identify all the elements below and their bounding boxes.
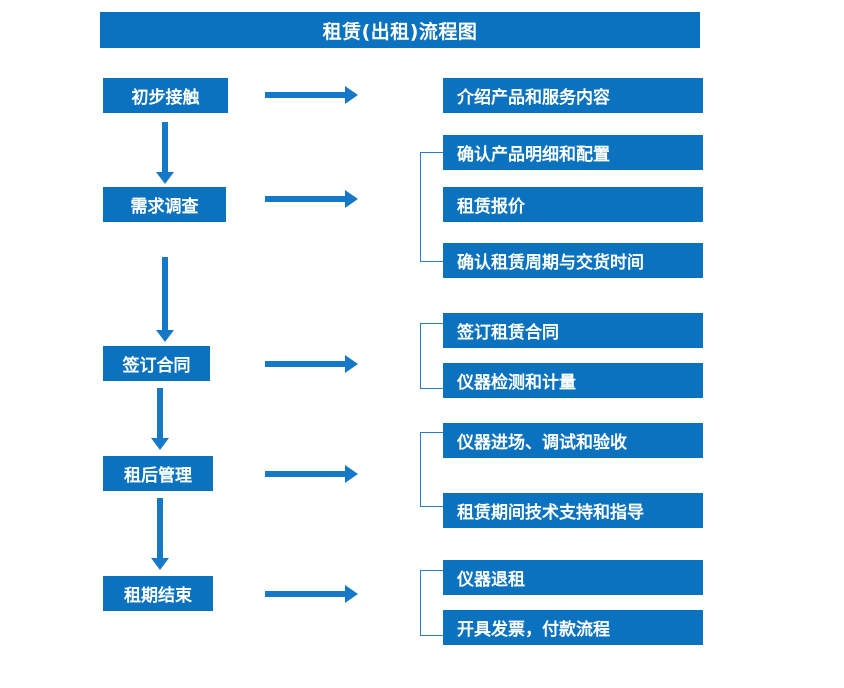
- stage-box-4[interactable]: 租后管理: [103, 456, 213, 491]
- stage-box-1[interactable]: 初步接触: [103, 78, 228, 113]
- detail-box-7[interactable]: 仪器进场、调试和验收: [443, 423, 703, 458]
- bracket-group-5: [420, 570, 443, 636]
- arrow-shaft: [265, 591, 346, 597]
- stage-box-5[interactable]: 租期结束: [103, 576, 213, 611]
- horizontal-arrow-stage-1: [265, 86, 358, 104]
- arrow-shaft: [157, 498, 163, 559]
- detail-box-2[interactable]: 确认产品明细和配置: [443, 135, 703, 170]
- bracket-group-2: [420, 152, 443, 262]
- arrow-head: [345, 465, 358, 483]
- vertical-arrow-2-to-3: [156, 257, 174, 342]
- detail-box-3[interactable]: 租赁报价: [443, 187, 703, 222]
- detail-box-5[interactable]: 签订租赁合同: [443, 313, 703, 348]
- arrow-head: [151, 438, 169, 450]
- arrow-shaft: [162, 257, 168, 331]
- arrow-shaft: [162, 122, 168, 173]
- detail-box-8[interactable]: 租赁期间技术支持和指导: [443, 493, 703, 528]
- bracket-group-3: [420, 323, 443, 389]
- arrow-shaft: [265, 361, 346, 367]
- horizontal-arrow-stage-3: [265, 355, 358, 373]
- stage-box-2[interactable]: 需求调查: [103, 187, 226, 222]
- arrow-head: [345, 355, 358, 373]
- arrow-head: [345, 190, 358, 208]
- arrow-head: [345, 86, 358, 104]
- chart-title: 租赁(出租)流程图: [100, 12, 700, 48]
- vertical-arrow-1-to-2: [156, 122, 174, 184]
- arrow-head: [156, 330, 174, 342]
- vertical-arrow-3-to-4: [151, 388, 169, 450]
- detail-box-10[interactable]: 开具发票，付款流程: [443, 610, 703, 645]
- arrow-shaft: [157, 388, 163, 439]
- arrow-head: [345, 585, 358, 603]
- horizontal-arrow-stage-5: [265, 585, 358, 603]
- arrow-head: [156, 172, 174, 184]
- arrow-head: [151, 558, 169, 570]
- vertical-arrow-4-to-5: [151, 498, 169, 570]
- detail-box-6[interactable]: 仪器检测和计量: [443, 363, 703, 398]
- detail-box-1[interactable]: 介绍产品和服务内容: [443, 78, 703, 113]
- bracket-group-4: [420, 432, 443, 507]
- arrow-shaft: [265, 92, 346, 98]
- arrow-shaft: [265, 471, 346, 477]
- arrow-shaft: [265, 196, 346, 202]
- detail-box-9[interactable]: 仪器退租: [443, 560, 703, 595]
- horizontal-arrow-stage-4: [265, 465, 358, 483]
- detail-box-4[interactable]: 确认租赁周期与交货时间: [443, 243, 703, 278]
- stage-box-3[interactable]: 签订合同: [103, 346, 210, 381]
- horizontal-arrow-stage-2: [265, 190, 358, 208]
